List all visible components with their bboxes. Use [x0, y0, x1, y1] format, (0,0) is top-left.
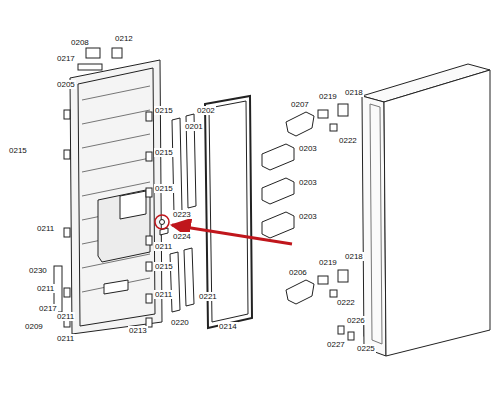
callout-number: 0222 [338, 136, 358, 145]
callout-number: 0207 [290, 100, 310, 109]
clip [64, 110, 152, 327]
clip [146, 294, 152, 303]
clip [64, 150, 70, 159]
callout-number: 0222 [336, 298, 356, 307]
callout-number: 0218 [344, 88, 364, 97]
door-inner [78, 68, 155, 326]
callout-number: 0225 [356, 344, 376, 353]
callout-number: 0230 [28, 266, 48, 275]
door-ribs [82, 86, 150, 292]
clip [64, 288, 70, 297]
rib [82, 158, 150, 172]
hinge-upper [286, 112, 314, 136]
callout-number: 0203 [298, 144, 318, 153]
clip [146, 112, 152, 121]
door-outline [70, 60, 162, 334]
callout-number: 0223 [172, 210, 192, 219]
callout-number: 0218 [344, 252, 364, 261]
cabinet-opening [370, 104, 382, 344]
rib [82, 134, 150, 148]
cabinet-side [384, 70, 490, 356]
callout-number: 0211 [154, 290, 173, 299]
hinge-bracket [338, 104, 348, 116]
callout-number: 0219 [318, 258, 338, 267]
door-cap [112, 48, 122, 58]
clip [146, 236, 152, 245]
callout-number: 0224 [172, 232, 192, 241]
top-trim [78, 64, 102, 70]
callout-number: 0201 [184, 122, 204, 131]
highlight-circle [155, 215, 169, 229]
hinge-screw [330, 124, 337, 131]
clip [64, 228, 70, 237]
handle-lower [170, 252, 180, 312]
gasket-inner [209, 101, 248, 322]
clip [146, 152, 152, 161]
hinge-lower [286, 280, 314, 304]
callout-number: 0215 [154, 262, 174, 271]
callout-number: 0213 [128, 326, 148, 335]
callout-number: 0220 [170, 318, 190, 327]
dispenser-face [120, 191, 146, 219]
callout-number: 0211 [56, 334, 75, 343]
callout-number: 0203 [298, 212, 318, 221]
callout-number: 0227 [326, 340, 346, 349]
hinge-plate [318, 276, 328, 284]
callout-number: 0211 [154, 242, 173, 251]
door-bin [262, 144, 294, 238]
door-bin [262, 178, 294, 204]
screw-part [160, 220, 165, 225]
clip [146, 262, 152, 271]
handle-upper [172, 118, 182, 214]
callout-number: 0211 [56, 312, 75, 321]
door-bin [262, 212, 294, 238]
hinge-screw [330, 290, 337, 297]
dispenser [98, 190, 150, 262]
callout-number: 0214 [218, 322, 238, 331]
hinge-bracket [338, 270, 348, 282]
callout-number: 0208 [70, 38, 90, 47]
small-part [338, 326, 344, 334]
callout-number: 0219 [318, 92, 338, 101]
small-part [348, 332, 354, 340]
callout-number: 0221 [198, 292, 218, 301]
door-cap [86, 48, 100, 58]
callout-number: 0209 [24, 322, 44, 331]
callout-number: 0205 [56, 80, 76, 89]
door-bin [262, 144, 294, 170]
handle-lower [184, 248, 194, 306]
highlight-arrow [172, 225, 292, 244]
hinge-plate [318, 110, 328, 118]
clip [64, 110, 70, 119]
callout-number: 0202 [196, 106, 216, 115]
callout-number: 0215 [154, 148, 174, 157]
bottom-trim [104, 280, 128, 294]
callout-number: 0212 [114, 34, 134, 43]
callout-number: 0211 [36, 284, 55, 293]
callout-number: 0215 [8, 146, 28, 155]
callout-number: 0211 [36, 224, 55, 233]
callout-number: 0203 [298, 178, 318, 187]
rib [82, 110, 150, 124]
callout-number: 0226 [346, 316, 366, 325]
rib [82, 86, 150, 100]
callout-number: 0215 [154, 106, 174, 115]
callout-number: 0206 [288, 268, 308, 277]
callout-number: 0217 [56, 54, 76, 63]
clip [146, 188, 152, 197]
callout-number: 0215 [154, 184, 174, 193]
callout-number: 0217 [38, 304, 58, 313]
